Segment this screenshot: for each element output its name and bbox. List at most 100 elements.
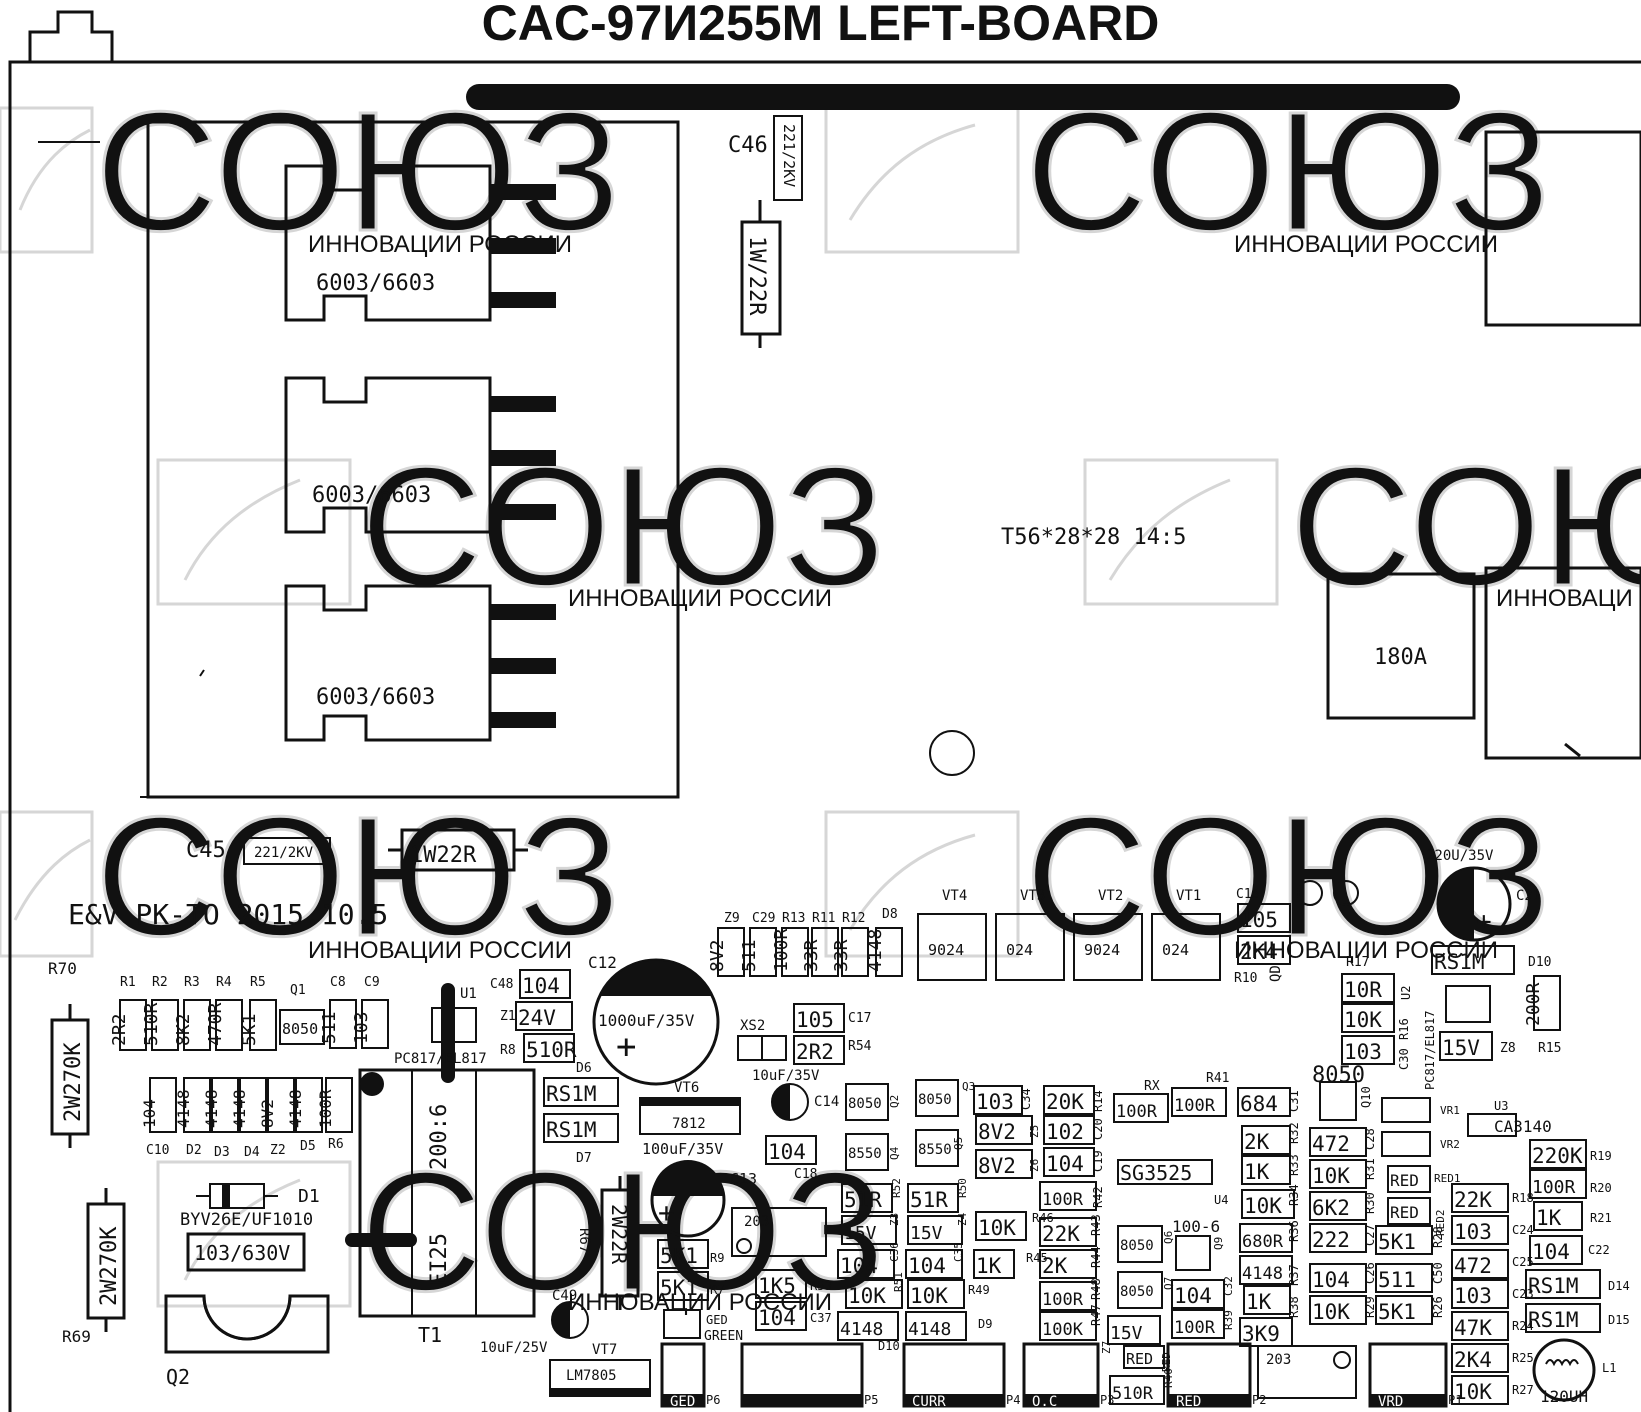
ref-q4: Q4: [888, 1146, 901, 1160]
part-r18: [1451, 1183, 1509, 1213]
part-value-r20: 100R: [1532, 1177, 1576, 1198]
trimmer-value-b: 203: [1266, 1352, 1291, 1368]
ref-c24: C24: [1512, 1223, 1534, 1237]
connector-p5[interactable]: P5: [740, 1342, 878, 1408]
part-value-c35: 104: [908, 1254, 946, 1278]
part-rx: [1113, 1093, 1169, 1123]
transistor-q1: [279, 1009, 325, 1045]
ref-r15: R15: [1538, 1041, 1561, 1056]
transistor-vt_row-0: [917, 913, 987, 981]
part-value-r49: 10K: [910, 1284, 948, 1308]
board-title: CAC-97И255M LEFT-BOARD: [481, 0, 1160, 51]
ref-r37: R37: [1287, 1264, 1301, 1286]
c21-value: 220U/35V: [1426, 848, 1494, 864]
part-z3: [841, 1215, 897, 1245]
ref-r53: R53: [810, 1279, 832, 1293]
part-c36: [837, 1249, 895, 1279]
part-r48: [1039, 1281, 1097, 1311]
ref-d6: D6: [576, 1061, 592, 1076]
inductor-l1: [1532, 1338, 1596, 1402]
part-value-r17: 10R: [1344, 978, 1382, 1002]
part-value-q7: 8050: [1120, 1284, 1154, 1300]
part-d14: [1525, 1269, 1601, 1299]
part-value-c20: 102: [1046, 1120, 1084, 1144]
c49-ref: C49: [552, 1288, 577, 1304]
ref-r7: R7: [710, 1283, 724, 1297]
ref-d4: D4: [244, 1145, 260, 1160]
ref-r43: R43: [1089, 1214, 1103, 1236]
transistor-vt_row-2: [1073, 913, 1143, 981]
part-r32: [1241, 1125, 1291, 1155]
part-c8: [329, 999, 357, 1049]
transistor-q8: [1175, 1235, 1211, 1271]
vt6-value: 7812: [672, 1116, 706, 1132]
part-r53: [755, 1269, 807, 1299]
part-r16: [1341, 1003, 1395, 1033]
mosfet-part-number: 6003/6603: [316, 685, 435, 710]
ref-r47: R47: [1089, 1304, 1103, 1326]
part-value-r16: 10K: [1344, 1008, 1382, 1032]
ref-red2: RED2: [1434, 1210, 1447, 1237]
ref-z4: Z4: [956, 1212, 969, 1226]
ref-d5: D5: [300, 1139, 316, 1154]
ref-r6: R6: [328, 1137, 344, 1152]
u3-ref: U3: [1494, 1099, 1508, 1113]
board-outline: [8, 10, 1641, 1412]
part-value-r44: 2K: [1042, 1254, 1068, 1278]
part-value-c15: 105: [1240, 908, 1278, 932]
part-value-c26: 104: [1312, 1268, 1350, 1292]
part-value-c29: 511: [739, 939, 760, 972]
ref-d2: D2: [186, 1143, 202, 1158]
vt-ref: VT2: [1098, 888, 1123, 904]
part-r42: [1039, 1181, 1097, 1211]
part-r7: [657, 1271, 709, 1301]
ref-z1: Z1: [500, 1009, 516, 1024]
part-r11: [811, 927, 839, 977]
ref-d15: D15: [1608, 1313, 1630, 1327]
part-value-z9: 8V2: [707, 939, 728, 972]
part-r27: [1451, 1375, 1509, 1405]
part-d5: [295, 1077, 323, 1133]
watermark-text: СОЮЗ: [1290, 432, 1641, 622]
trimmer-knob: [1333, 1351, 1351, 1369]
part-value-r41: 100R: [1174, 1096, 1216, 1116]
resistor-mid-value: 1W22R: [410, 843, 477, 868]
ref-r49: R49: [968, 1283, 990, 1297]
ref-u2: U2: [1399, 986, 1413, 1000]
busbar-trace: [466, 84, 1460, 110]
part-value-r31: 10K: [1312, 1164, 1350, 1188]
ref-r13: R13: [782, 911, 805, 926]
ref-r28: R28: [1431, 1226, 1445, 1248]
part-value-r25: 2K4: [1454, 1348, 1492, 1372]
led-green-label: GREEN: [704, 1329, 743, 1344]
part-value-r46: 10K: [978, 1216, 1016, 1240]
part-value-d6: RS1M: [546, 1082, 597, 1106]
part-r19: [1529, 1139, 1587, 1169]
part-value-r40: 510R: [1112, 1384, 1154, 1404]
c13-ref: C13: [730, 1170, 757, 1188]
ref-r5: R5: [250, 975, 266, 990]
part-value-d3: 4148: [202, 1089, 221, 1128]
transistor-vt_row-3: [1151, 913, 1221, 981]
ref-q5: Q5: [952, 1137, 965, 1150]
part-d10a: [1431, 945, 1515, 975]
part-value-r37: 4148: [1242, 1264, 1283, 1284]
ref-c27: C27: [1363, 1224, 1377, 1246]
trimmer-203-a: [731, 1207, 827, 1257]
part-value-r51: 10K: [848, 1284, 886, 1308]
connector-ref: P2: [1252, 1393, 1266, 1407]
part-value-c22: 104: [1532, 1240, 1570, 1264]
ref-r33: R33: [1287, 1154, 1301, 1176]
part-c17: [793, 1003, 845, 1033]
part-value-c34: 103: [976, 1090, 1014, 1114]
ref-c22: C22: [1588, 1243, 1610, 1257]
part-value-z5: 8V2: [978, 1120, 1016, 1144]
part-r44: [1039, 1249, 1097, 1279]
ref-c30: C30: [1397, 1048, 1411, 1070]
part-value-c9: 103: [351, 1011, 372, 1044]
